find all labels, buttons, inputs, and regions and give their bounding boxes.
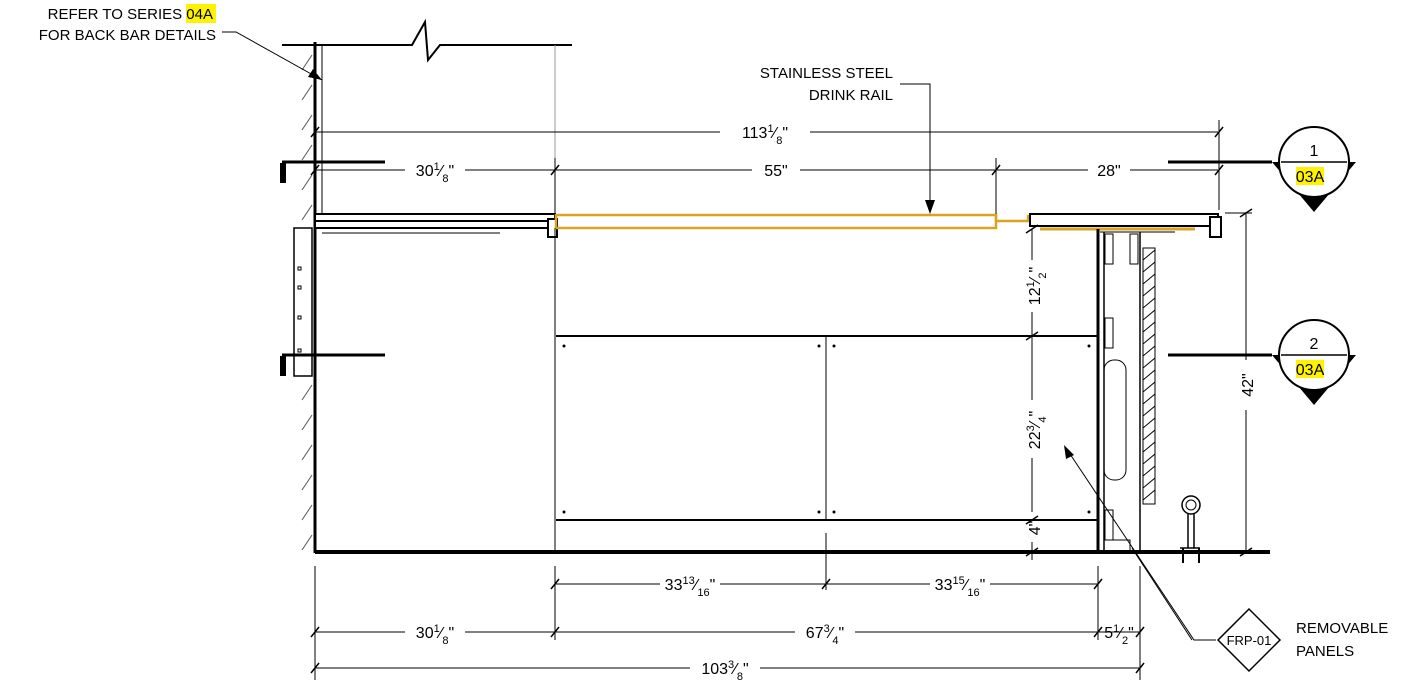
stainless-steel-drink-rail: [554, 213, 1195, 231]
dim-back-bar-width: 301⁄8": [416, 161, 454, 185]
end-cabinet: [1096, 229, 1201, 563]
section-marker-2-sheet: 03A: [1296, 362, 1325, 379]
bar-top: [314, 213, 1222, 238]
back-bar-note-line1: REFER TO SERIES 04A: [48, 6, 213, 23]
section-marker-2-number: 2: [1310, 336, 1319, 353]
dim-back-bar-base: 301⁄8": [416, 623, 454, 647]
dim-drink-rail-width: 55": [764, 163, 787, 180]
section-marker-1-number: 1: [1310, 143, 1319, 160]
removable-panels-line2: PANELS: [1296, 643, 1354, 660]
section-marker-1-sheet: 03A: [1296, 169, 1325, 186]
drink-rail-note-line2: DRINK RAIL: [809, 87, 893, 104]
dim-end-cap: 51⁄2": [1104, 623, 1134, 647]
finish-tag-frp: FRP-01: [1227, 633, 1272, 648]
back-bar-note: REFER TO SERIES 04A FOR BACK BAR DETAILS: [39, 4, 323, 81]
drink-rail-note-line1: STAINLESS STEEL: [760, 65, 893, 82]
dim-overall-height: 42": [1240, 373, 1257, 396]
dim-rail-to-panel: 121⁄2": [1025, 267, 1049, 305]
section-marker-1: 1 03A: [1272, 126, 1356, 212]
dim-overall-bottom: 1033⁄8": [701, 659, 748, 683]
dim-panel-height: 223⁄4": [1025, 411, 1049, 449]
back-wall: [282, 18, 572, 553]
section-marker-2: 2 03A: [1272, 319, 1356, 405]
top-dimensions: 1131⁄8" 301⁄8" 55" 28": [310, 120, 1224, 214]
removable-panels-line1: REMOVABLE: [1296, 620, 1388, 637]
back-bar-profile: [293, 227, 556, 552]
bottom-dimensions: 3313⁄16" 3315⁄16" 301⁄8" 673⁄4" 51⁄2" 10…: [310, 533, 1145, 683]
drink-rail-note: STAINLESS STEEL DRINK RAIL: [760, 65, 935, 214]
dim-left-panel: 3313⁄16": [665, 575, 716, 599]
vertical-dimensions: 121⁄2" 223⁄4" 4" 42": [1025, 208, 1257, 560]
dim-end-width: 28": [1097, 163, 1120, 180]
removable-panels: [556, 335, 1098, 521]
dim-base-height: 4": [1027, 521, 1044, 536]
back-bar-note-line2: FOR BACK BAR DETAILS: [39, 27, 216, 44]
removable-panels-note: FRP-01 REMOVABLE PANELS: [1064, 445, 1388, 673]
dim-overall-top: 1131⁄8": [742, 123, 788, 147]
dim-right-panel: 3315⁄16": [935, 575, 986, 599]
section-cut-lines: [280, 160, 1272, 376]
dim-front-bar-base: 673⁄4": [806, 623, 844, 647]
